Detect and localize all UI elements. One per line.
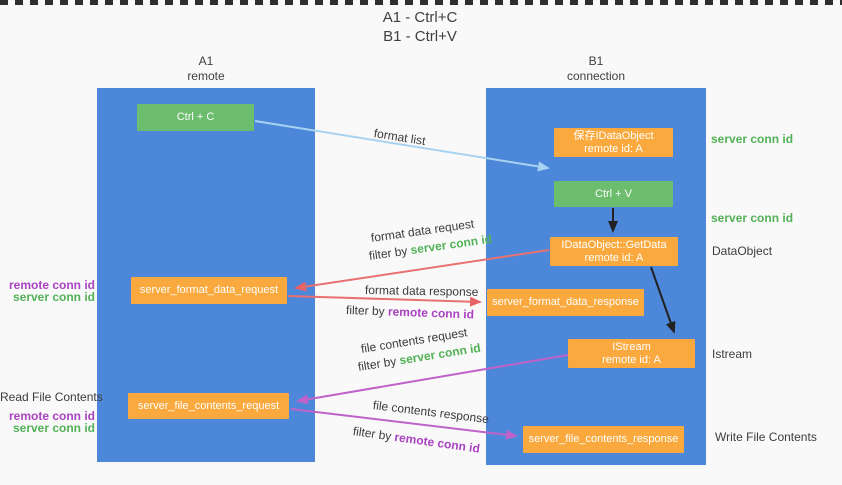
label-file-contents-response: file contents response xyxy=(372,398,490,427)
filter-by-text: filter by xyxy=(356,353,401,374)
annotation-istream: Istream xyxy=(712,347,753,361)
node-istream-line2: remote id: A xyxy=(602,353,661,366)
label-format-response-filter: filter by remote conn id xyxy=(346,303,474,321)
lifeline-b1-title: B1 xyxy=(588,54,604,68)
filter-by-text: filter by xyxy=(368,243,412,263)
node-ctrl-v: Ctrl + V xyxy=(554,181,673,207)
lifeline-b1-subtitle: connection xyxy=(566,69,626,83)
lifeline-a1-subtitle: remote xyxy=(187,69,225,83)
node-server-format-data-request-label: server_format_data_request xyxy=(139,284,279,296)
filter-by-text: filter by xyxy=(352,424,396,444)
node-save-dataobject-line1: 保存IDataObject xyxy=(573,129,654,142)
annotation-server-conn-id-4: server conn id xyxy=(12,421,95,435)
filter-by-text: filter by xyxy=(345,303,389,319)
annotation-remote-conn-id-2: remote conn id xyxy=(8,409,95,423)
node-server-format-data-response: server_format_data_response xyxy=(487,289,644,316)
annotation-server-conn-id-2: server conn id xyxy=(711,211,794,225)
diagram-title: A1 - Ctrl+C B1 - Ctrl+V xyxy=(330,8,510,46)
node-save-dataobject: 保存IDataObject remote id: A xyxy=(554,128,673,157)
annotation-remote-conn-id-1: remote conn id xyxy=(8,278,95,292)
node-server-format-data-response-label: server_format_data_response xyxy=(492,296,639,308)
node-server-file-contents-response-label: server_file_contents_response xyxy=(528,433,679,445)
lifeline-header-a1: A1 remote xyxy=(97,54,315,84)
node-server-format-data-request: server_format_data_request xyxy=(131,277,287,304)
annotation-server-conn-id-3: server conn id xyxy=(12,290,95,304)
title-line-2: B1 - Ctrl+V xyxy=(383,28,457,45)
node-ctrl-v-label: Ctrl + V xyxy=(595,187,632,200)
label-format-data-response: format data response xyxy=(364,283,479,299)
node-getdata-line2: remote id: A xyxy=(584,251,644,264)
annotation-server-conn-id-1: server conn id xyxy=(711,132,794,146)
label-format-list: format list xyxy=(372,126,427,149)
node-ctrl-c: Ctrl + C xyxy=(137,104,254,131)
title-line-1: A1 - Ctrl+C xyxy=(382,9,458,26)
remote-conn-id-key: remote conn id xyxy=(393,429,481,456)
annotation-write-file-contents: Write File Contents xyxy=(715,430,817,444)
remote-conn-id-key: remote conn id xyxy=(387,304,475,322)
node-save-dataobject-line2: remote id: A xyxy=(584,142,643,155)
annotation-read-file-contents: Read File Contents xyxy=(0,390,103,404)
phase-separator-line xyxy=(0,0,842,5)
label-file-response-filter: filter by remote conn id xyxy=(352,424,481,456)
lifeline-a1-title: A1 xyxy=(198,54,214,68)
node-istream-line1: IStream xyxy=(612,340,651,353)
node-server-file-contents-response: server_file_contents_response xyxy=(523,426,684,453)
node-istream: IStream remote id: A xyxy=(568,339,695,368)
node-server-file-contents-request-label: server_file_contents_request xyxy=(137,399,280,412)
annotation-dataobject: DataObject xyxy=(712,244,773,258)
node-getdata: IDataObject::GetData remote id: A xyxy=(550,237,678,266)
node-getdata-line1: IDataObject::GetData xyxy=(561,238,667,251)
node-server-file-contents-request: server_file_contents_request xyxy=(128,393,289,419)
lifeline-header-b1: B1 connection xyxy=(486,54,706,84)
node-ctrl-c-label: Ctrl + C xyxy=(176,111,215,123)
